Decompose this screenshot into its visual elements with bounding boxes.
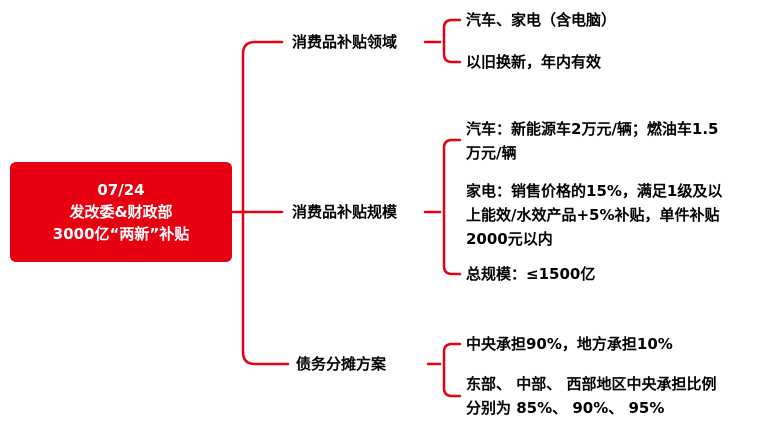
leaf-line: 家电：销售价格的15%，满足1级及以 — [466, 182, 723, 200]
leaf-appliance-subsidy: 家电：销售价格的15%，满足1级及以 上能效/水效产品+5%补贴，单件补贴 20… — [466, 179, 722, 251]
leaf-scope-tradein: 以旧换新，年内有效 — [466, 50, 601, 74]
leaf-line: 2000元以内 — [466, 230, 553, 248]
leaf-line: 汽车、家电（含电脑） — [466, 11, 617, 29]
leaf-regional-split: 东部、 中部、 西部地区中央承担比例 分别为 85%、 90%、 95% — [466, 372, 716, 420]
leaf-line: 分别为 85%、 90%、 95% — [466, 399, 665, 417]
leaf-line: 以旧换新，年内有效 — [466, 53, 602, 71]
leaf-line: 汽车：新能源车2万元/辆；燃油车1.5 — [466, 120, 719, 138]
branch-subsidy-scope: 消费品补贴领域 — [292, 33, 398, 51]
leaf-line: 总规模：≤1500亿 — [466, 265, 596, 283]
sub-bracket-3 — [442, 342, 462, 398]
leaf-total-size: 总规模：≤1500亿 — [466, 262, 595, 286]
leaf-scope-items: 汽车、家电（含电脑） — [466, 8, 616, 32]
leaf-line: 中央承担90%，地方承担10% — [466, 335, 673, 353]
root-date: 07/24 — [97, 181, 145, 199]
leaf-auto-subsidy: 汽车：新能源车2万元/辆；燃油车1.5 万元/辆 — [466, 117, 719, 165]
root-node: 07/24 发改委&财政部 3000亿“两新”补贴 — [10, 162, 232, 262]
branch-subsidy-size: 消费品补贴规模 — [292, 203, 398, 221]
leaf-central-local-split: 中央承担90%，地方承担10% — [466, 332, 673, 356]
leaf-line: 万元/辆 — [466, 144, 517, 162]
sub-bracket-2 — [442, 138, 462, 276]
root-subsidy-title: 3000亿“两新”补贴 — [52, 225, 190, 243]
leaf-line: 东部、 中部、 西部地区中央承担比例 — [466, 375, 717, 393]
branch-debt-sharing: 债务分摊方案 — [296, 355, 387, 373]
main-bracket — [241, 40, 290, 366]
root-agencies: 发改委&财政部 — [69, 203, 173, 221]
leaf-line: 上能效/水效产品+5%补贴，单件补贴 — [466, 206, 720, 224]
sub-bracket-1 — [442, 18, 462, 64]
